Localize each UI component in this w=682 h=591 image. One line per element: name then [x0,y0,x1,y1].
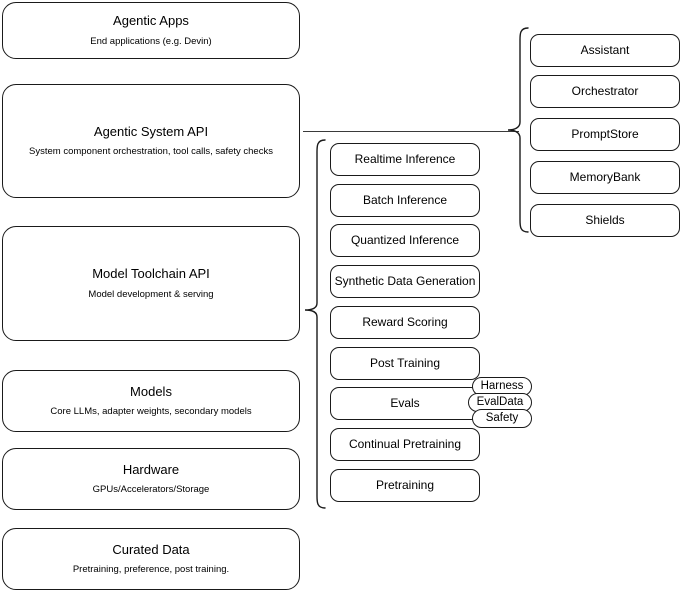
system-chip-promptstore[interactable]: PromptStore [530,118,680,151]
layer-subtitle: Core LLMs, adapter weights, secondary mo… [50,406,252,418]
brace-toolchain [303,138,327,510]
chip-label: PromptStore [571,127,639,141]
layer-subtitle: Pretraining, preference, post training. [72,564,230,576]
chip-label: Orchestrator [571,84,639,98]
chip-label: Synthetic Data Generation [334,274,476,288]
chip-label: MemoryBank [569,170,641,184]
chip-label: Batch Inference [362,193,448,207]
system-chip-shields[interactable]: Shields [530,204,680,237]
tag-label: Safety [485,411,519,424]
connector-line-system-api [303,131,519,132]
toolchain-chip-realtime-inference[interactable]: Realtime Inference [330,143,480,176]
toolchain-chip-reward-scoring[interactable]: Reward Scoring [330,306,480,339]
brace-system-components [506,26,530,234]
layer-title: Agentic System API [93,123,209,139]
tag-label: Harness [480,379,524,392]
layer-card-model-toolchain-api[interactable]: Model Toolchain API Model development & … [2,226,300,341]
toolchain-chip-evals[interactable]: Evals [330,387,480,420]
layer-title: Agentic Apps [113,13,189,29]
chip-label: Pretraining [375,478,435,492]
chip-label: Evals [390,396,420,410]
chip-label: Shields [585,213,625,227]
chip-label: Post Training [369,356,441,370]
system-chip-orchestrator[interactable]: Orchestrator [530,75,680,108]
layer-card-curated-data[interactable]: Curated Data Pretraining, preference, po… [2,528,300,590]
system-chip-memorybank[interactable]: MemoryBank [530,161,680,194]
system-chip-assistant[interactable]: Assistant [530,34,680,67]
layer-card-agentic-apps[interactable]: Agentic Apps End applications (e.g. Devi… [2,2,300,59]
toolchain-chip-batch-inference[interactable]: Batch Inference [330,184,480,217]
eval-tag-safety[interactable]: Safety [472,409,532,428]
toolchain-chip-quantized-inference[interactable]: Quantized Inference [330,224,480,257]
chip-label: Quantized Inference [350,233,460,247]
toolchain-chip-pretraining[interactable]: Pretraining [330,469,480,502]
layer-subtitle: GPUs/Accelerators/Storage [92,484,210,496]
layer-title: Model Toolchain API [92,266,210,282]
layer-title: Hardware [122,461,180,477]
layer-subtitle: Model development & serving [88,288,214,300]
chip-label: Assistant [580,43,630,57]
layer-subtitle: End applications (e.g. Devin) [90,35,212,47]
layer-card-agentic-system-api[interactable]: Agentic System API System component orch… [2,84,300,198]
tag-label: EvalData [476,395,524,408]
chip-label: Continual Pretraining [348,437,462,451]
toolchain-chip-post-training[interactable]: Post Training [330,347,480,380]
layer-card-hardware[interactable]: Hardware GPUs/Accelerators/Storage [2,448,300,510]
chip-label: Realtime Inference [354,152,456,166]
layer-title: Curated Data [112,541,190,557]
chip-label: Reward Scoring [362,315,448,329]
toolchain-chip-continual-pretraining[interactable]: Continual Pretraining [330,428,480,461]
toolchain-chip-synthetic-data-generation[interactable]: Synthetic Data Generation [330,265,480,298]
layer-title: Models [130,383,172,399]
layer-subtitle: System component orchestration, tool cal… [29,146,273,158]
layer-card-models[interactable]: Models Core LLMs, adapter weights, secon… [2,370,300,432]
